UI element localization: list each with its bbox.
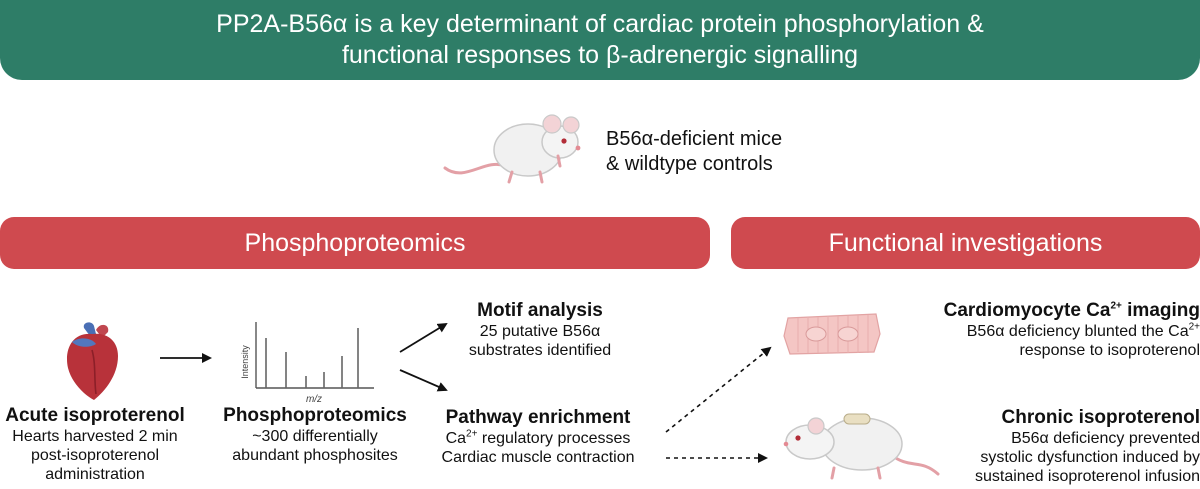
acute-line-1: Hearts harvested 2 min: [12, 428, 178, 445]
arrow-to-motif: [399, 322, 448, 353]
pathway-line-1-sup: 2+: [466, 428, 478, 440]
motif-line-2: substrates identified: [468, 342, 612, 359]
motif-line-1: 25 putative B56α: [479, 323, 601, 340]
acute-line-3: administration: [45, 466, 145, 483]
functional-investigations-banner: Functional investigations: [731, 217, 1200, 269]
imaging-line-2: response to isoproterenol: [1019, 342, 1200, 359]
arrow-to-imaging: [665, 346, 772, 433]
heart-icon: [67, 322, 118, 400]
chronic-isoproterenol-block: Chronic isoproterenol B56α deficiency pr…: [930, 407, 1200, 486]
imaging-line-1: B56α deficiency blunted the Ca2+: [930, 322, 1200, 341]
subjects-line-1: B56α-deficient mice: [606, 128, 783, 150]
mouse-icon: [443, 114, 581, 184]
title-banner: PP2A-B56α is a key determinant of cardia…: [0, 0, 1200, 80]
chronic-line-2: systolic dysfunction induced by: [980, 449, 1200, 466]
imaging-heading: Cardiomyocyte Ca2+ imaging: [930, 300, 1200, 322]
cardiomyocyte-icon: [783, 313, 881, 355]
acute-isoproterenol-block: Acute isoproterenol Hearts harvested 2 m…: [0, 405, 190, 484]
pathway-line-1: Ca2+ regulatory processes: [432, 429, 644, 448]
pathway-line-1-prefix: Ca: [445, 430, 467, 447]
functional-banner-label: Functional investigations: [828, 228, 1103, 257]
phosphoproteomics-block: Phosphoproteomics ~300 differentially ab…: [215, 405, 415, 465]
arrow-to-pathway: [399, 369, 448, 392]
chronic-line-1: B56α deficiency prevented: [1011, 430, 1200, 447]
chronic-heading: Chronic isoproterenol: [1001, 407, 1200, 428]
title-line-2: functional responses to β-adrenergic sig…: [341, 41, 859, 69]
subjects-caption: B56α-deficient mice & wildtype controls: [606, 127, 782, 177]
acute-line-2: post-isoproterenol: [30, 447, 160, 464]
imaging-line-1-sup: 2+: [1188, 321, 1200, 333]
pathway-heading: Pathway enrichment: [445, 407, 631, 428]
subjects-line-2: & wildtype controls: [606, 153, 773, 175]
spectrum-x-label: m/z: [306, 394, 322, 405]
motif-heading: Motif analysis: [477, 300, 603, 321]
phospho-line-2: abundant phosphosites: [232, 447, 398, 464]
phosphoproteomics-banner: Phosphoproteomics: [0, 217, 710, 269]
imaging-heading-sup: 2+: [1110, 300, 1122, 312]
mass-spectrum-plot: Intensity m/z: [240, 322, 374, 405]
acute-heading: Acute isoproterenol: [5, 405, 185, 426]
phospho-heading: Phosphoproteomics: [223, 405, 407, 426]
imaging-line-1-prefix: B56α deficiency blunted the Ca: [966, 323, 1189, 340]
motif-analysis-block: Motif analysis 25 putative B56α substrat…: [440, 300, 640, 360]
pathway-line-2: Cardiac muscle contraction: [441, 449, 635, 466]
pathway-line-1-suffix: regulatory processes: [477, 430, 631, 447]
pathway-enrichment-block: Pathway enrichment Ca2+ regulatory proce…: [432, 407, 644, 467]
mouse-pump-icon: [783, 413, 940, 480]
imaging-heading-suffix: imaging: [1121, 300, 1200, 321]
cardiomyocyte-imaging-block: Cardiomyocyte Ca2+ imaging B56α deficien…: [930, 300, 1200, 360]
chronic-line-3: sustained isoproterenol infusion: [974, 468, 1200, 485]
phospho-line-1: ~300 differentially: [252, 428, 378, 445]
spectrum-y-label: Intensity: [240, 345, 250, 379]
phosphoproteomics-banner-label: Phosphoproteomics: [244, 228, 466, 257]
imaging-heading-prefix: Cardiomyocyte Ca: [943, 300, 1111, 321]
title-line-1: PP2A-B56α is a key determinant of cardia…: [216, 10, 984, 38]
